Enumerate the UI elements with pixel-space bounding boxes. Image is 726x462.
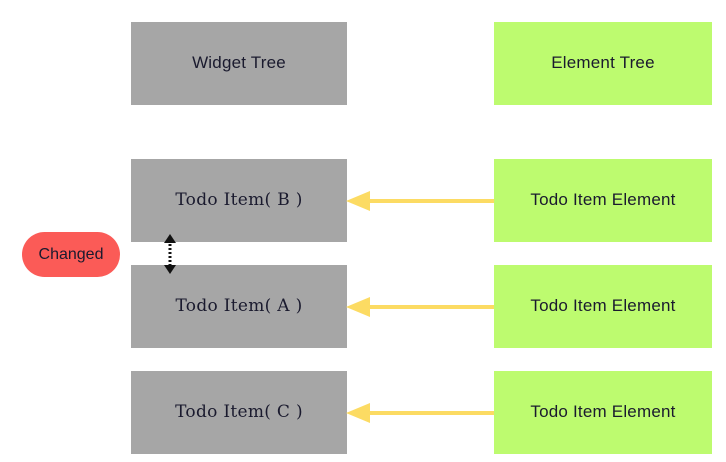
element-node-b: Todo Item Element (494, 159, 712, 242)
element-node-b-label: Todo Item Element (530, 190, 676, 210)
widget-node-a-label: Todo Item( A ) (175, 296, 303, 317)
status-badge-changed: Changed (22, 232, 120, 277)
widget-node-b-label: Todo Item( B ) (175, 190, 303, 211)
element-node-a-label: Todo Item Element (530, 296, 676, 316)
element-node-a: Todo Item Element (494, 265, 712, 348)
widget-node-a: Todo Item( A ) (131, 265, 347, 348)
element-node-c-label: Todo Item Element (530, 402, 676, 422)
swap-double-arrow-icon (164, 234, 176, 274)
widget-tree-header-label: Widget Tree (192, 53, 286, 73)
arrow-element-to-widget-a (346, 297, 494, 317)
widget-node-c-label: Todo Item( C ) (175, 402, 303, 423)
status-badge-changed-label: Changed (38, 245, 104, 263)
widget-tree-header-box: Widget Tree (131, 22, 347, 105)
element-node-c: Todo Item Element (494, 371, 712, 454)
arrow-element-to-widget-c (346, 403, 494, 423)
element-tree-header-label: Element Tree (551, 53, 655, 73)
element-tree-header-box: Element Tree (494, 22, 712, 105)
arrow-element-to-widget-b (346, 191, 494, 211)
widget-node-b: Todo Item( B ) (131, 159, 347, 242)
widget-node-c: Todo Item( C ) (131, 371, 347, 454)
